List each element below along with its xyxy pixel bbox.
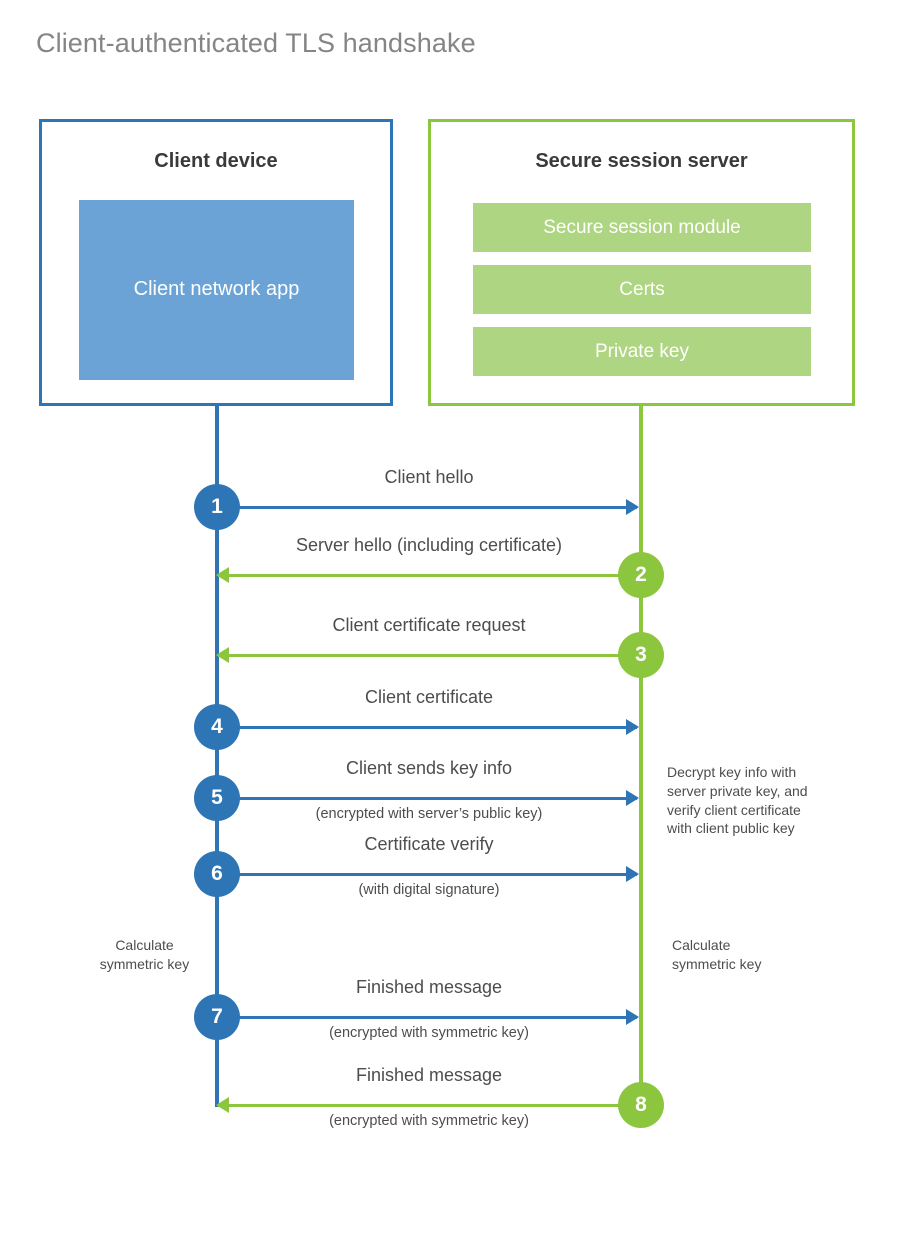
- message-line-step-4: [238, 726, 637, 729]
- server-module-certs: Certs: [473, 265, 811, 314]
- arrowhead-icon-step-7: [626, 1009, 639, 1025]
- arrowhead-icon-step-1: [626, 499, 639, 515]
- annotation-client-calculate-symmetric-key: Calculate symmetric key: [99, 937, 190, 972]
- message-line-step-6: [238, 873, 637, 876]
- message-sublabel-step-7: (encrypted with symmetric key): [329, 1025, 529, 1041]
- secure-session-server-box: Secure session server Secure session mod…: [428, 119, 855, 406]
- message-line-step-7: [238, 1016, 637, 1019]
- step-circle-7[interactable]: 7: [194, 994, 240, 1040]
- arrowhead-icon-step-3: [216, 647, 229, 663]
- message-line-step-2: [218, 574, 620, 577]
- step-circle-8[interactable]: 8: [618, 1082, 664, 1128]
- arrowhead-icon-step-2: [216, 567, 229, 583]
- message-label-step-7: Finished message: [355, 977, 503, 997]
- message-line-step-5: [238, 797, 637, 800]
- arrowhead-icon-step-5: [626, 790, 639, 806]
- message-sublabel-step-5: (encrypted with server’s public key): [315, 806, 543, 822]
- client-device-title: Client device: [154, 150, 278, 172]
- message-line-step-1: [238, 506, 637, 509]
- message-sublabel-step-8: (encrypted with symmetric key): [329, 1113, 529, 1129]
- message-label-step-1: Client hello: [384, 467, 474, 487]
- arrowhead-icon-step-6: [626, 866, 639, 882]
- arrowhead-icon-step-4: [626, 719, 639, 735]
- client-network-app-block: Client network app: [79, 200, 354, 380]
- page-title: Client-authenticated TLS handshake: [36, 28, 476, 58]
- message-label-step-2: Server hello (including certificate): [295, 535, 563, 555]
- message-label-step-3: Client certificate request: [332, 615, 526, 635]
- client-lifeline: [215, 403, 219, 1107]
- message-label-step-8: Finished message: [355, 1065, 503, 1085]
- step-circle-2[interactable]: 2: [618, 552, 664, 598]
- server-module-secure-session-module: Secure session module: [473, 203, 811, 252]
- step-circle-5[interactable]: 5: [194, 775, 240, 821]
- message-line-step-3: [218, 654, 620, 657]
- step-circle-6[interactable]: 6: [194, 851, 240, 897]
- arrowhead-icon-step-8: [216, 1097, 229, 1113]
- secure-session-server-title: Secure session server: [535, 150, 748, 172]
- message-label-step-4: Client certificate: [364, 687, 494, 707]
- message-sublabel-step-6: (with digital signature): [358, 882, 500, 898]
- step-circle-4[interactable]: 4: [194, 704, 240, 750]
- server-module-private-key: Private key: [473, 327, 811, 376]
- annotation-server-decrypt: Decrypt key info with server private key…: [667, 764, 808, 837]
- message-line-step-8: [218, 1104, 620, 1107]
- client-device-box: Client device Client network app: [39, 119, 393, 406]
- annotation-server-calculate-symmetric-key: Calculate symmetric key: [672, 937, 762, 972]
- step-circle-1[interactable]: 1: [194, 484, 240, 530]
- server-lifeline: [639, 403, 643, 1107]
- message-label-step-6: Certificate verify: [364, 834, 494, 854]
- message-label-step-5: Client sends key info: [345, 758, 513, 778]
- step-circle-3[interactable]: 3: [618, 632, 664, 678]
